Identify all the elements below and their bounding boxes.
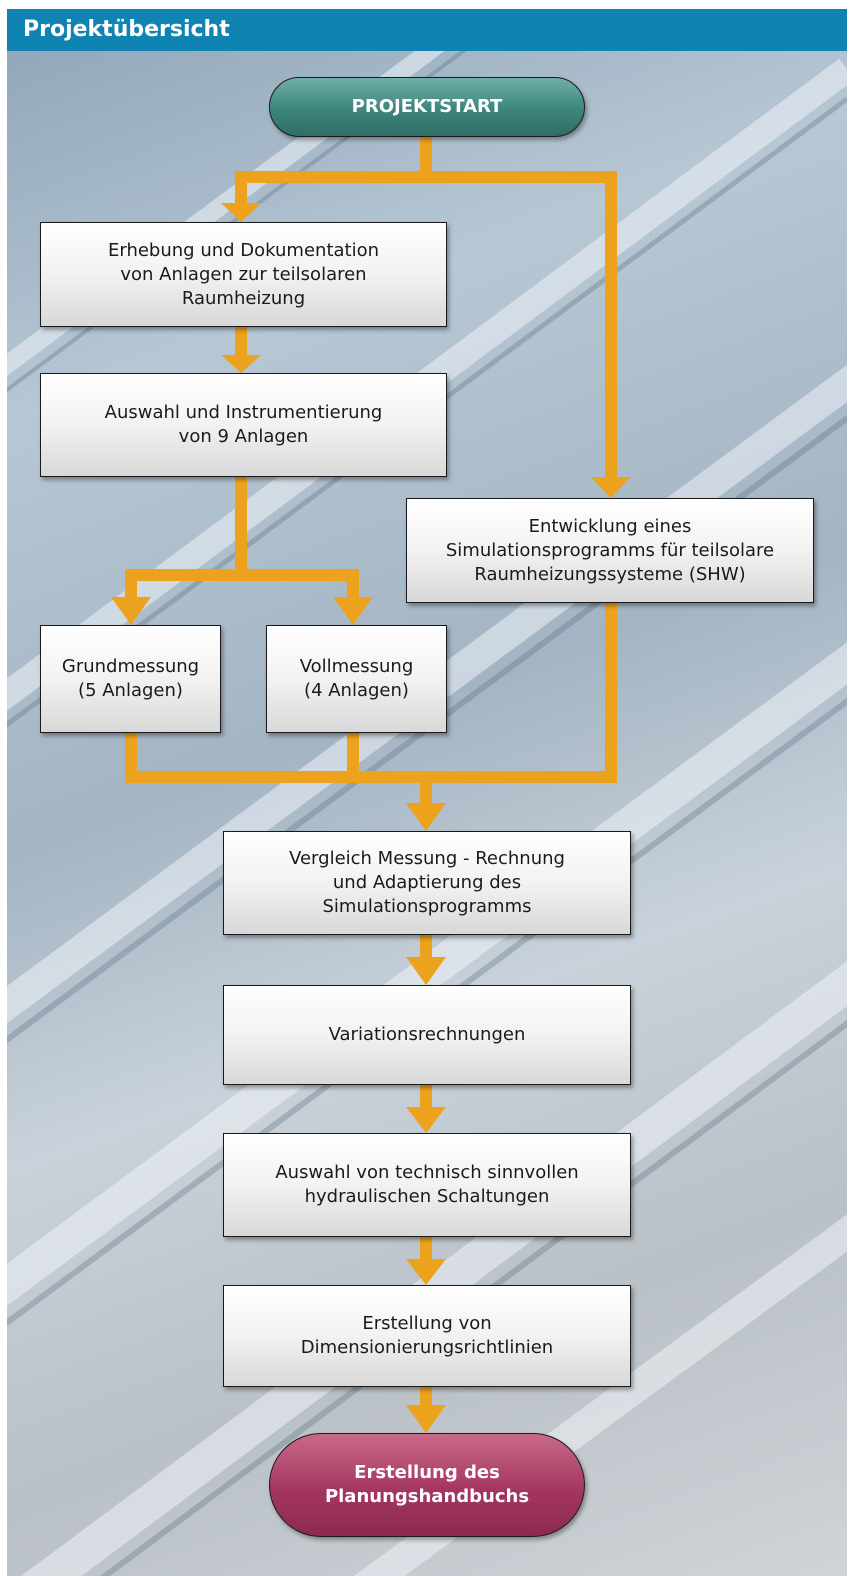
box-vergleich: Vergleich Messung - Rechnung und Adaptie… xyxy=(223,831,631,935)
arrowhead-vergleich xyxy=(406,803,446,831)
arrowhead-vollmessung xyxy=(333,597,373,625)
connector-start-left xyxy=(235,171,617,479)
arrowhead-auswahl xyxy=(221,355,261,373)
flow-connectors xyxy=(111,137,631,1433)
arrowhead-richtlinien xyxy=(406,1259,446,1285)
arrowhead-grundmessung xyxy=(111,597,151,625)
arrowhead-end xyxy=(406,1405,446,1433)
box-entwicklung: Entwicklung eines Simulationsprogramms f… xyxy=(406,498,814,603)
box-variation: Variationsrechnungen xyxy=(223,985,631,1085)
arrowhead-schaltungen xyxy=(406,1107,446,1133)
box-erhebung: Erhebung und Dokumentation von Anlagen z… xyxy=(40,222,447,327)
box-grundmessung: Grundmessung (5 Anlagen) xyxy=(40,625,221,733)
start-terminal: PROJEKTSTART xyxy=(269,77,585,137)
diagram-canvas: Projektübersicht xyxy=(7,9,847,1576)
box-richtlinien: Erstellung von Dimensionierungsrichtlini… xyxy=(223,1285,631,1387)
connector-auswahl-split xyxy=(125,477,359,599)
box-schaltungen: Auswahl von technisch sinnvollen hydraul… xyxy=(223,1133,631,1237)
arrowhead-entwicklung xyxy=(591,477,631,498)
box-vollmessung: Vollmessung (4 Anlagen) xyxy=(266,625,447,733)
end-terminal: Erstellung des Planungshandbuchs xyxy=(269,1433,585,1537)
connector-merge xyxy=(125,603,617,783)
arrowhead-erhebung xyxy=(221,203,261,222)
header-bar: Projektübersicht xyxy=(7,9,847,51)
arrowhead-variation xyxy=(406,957,446,985)
page-title: Projektübersicht xyxy=(23,17,230,42)
box-auswahl: Auswahl und Instrumentierung von 9 Anlag… xyxy=(40,373,447,477)
